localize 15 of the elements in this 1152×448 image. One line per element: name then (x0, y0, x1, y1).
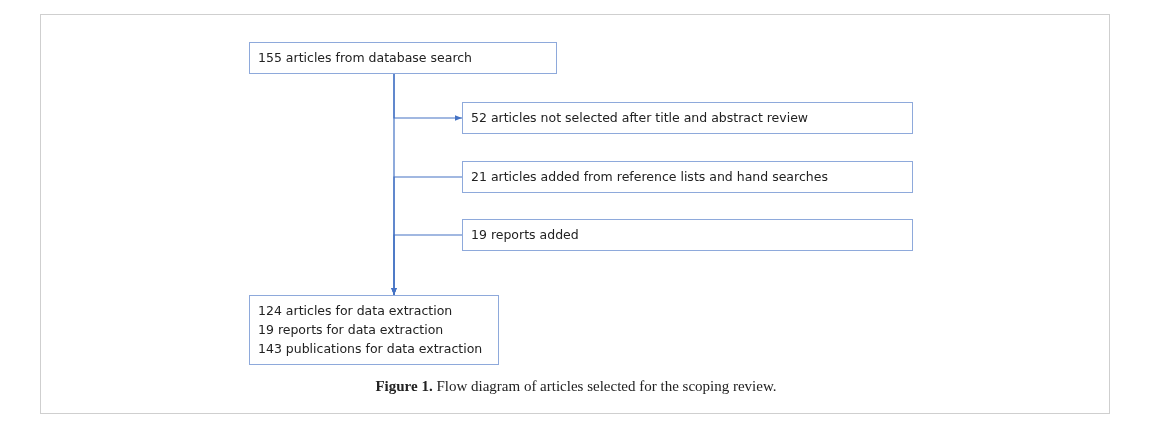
box-text: 52 articles not selected after title and abstract review (471, 109, 810, 127)
process-box (462, 161, 913, 193)
arrow (393, 73, 463, 121)
box-text: 21 articles added from reference lists and hand searches (471, 168, 829, 186)
process-box (462, 219, 913, 251)
box-text: 155 articles from database search (258, 49, 474, 67)
box-text: 19 reports for data extraction (258, 321, 445, 339)
box-text: 19 reports added (471, 226, 580, 244)
process-box (462, 102, 913, 134)
arrow (391, 234, 463, 296)
process-box (249, 295, 499, 365)
box-text: 143 publications for data extraction (258, 340, 484, 358)
box-text: 124 articles for data extraction (258, 302, 454, 320)
process-box (249, 42, 557, 74)
figure-caption: Figure 1. Flow diagram of articles selected for the scoping review. (374, 378, 778, 395)
